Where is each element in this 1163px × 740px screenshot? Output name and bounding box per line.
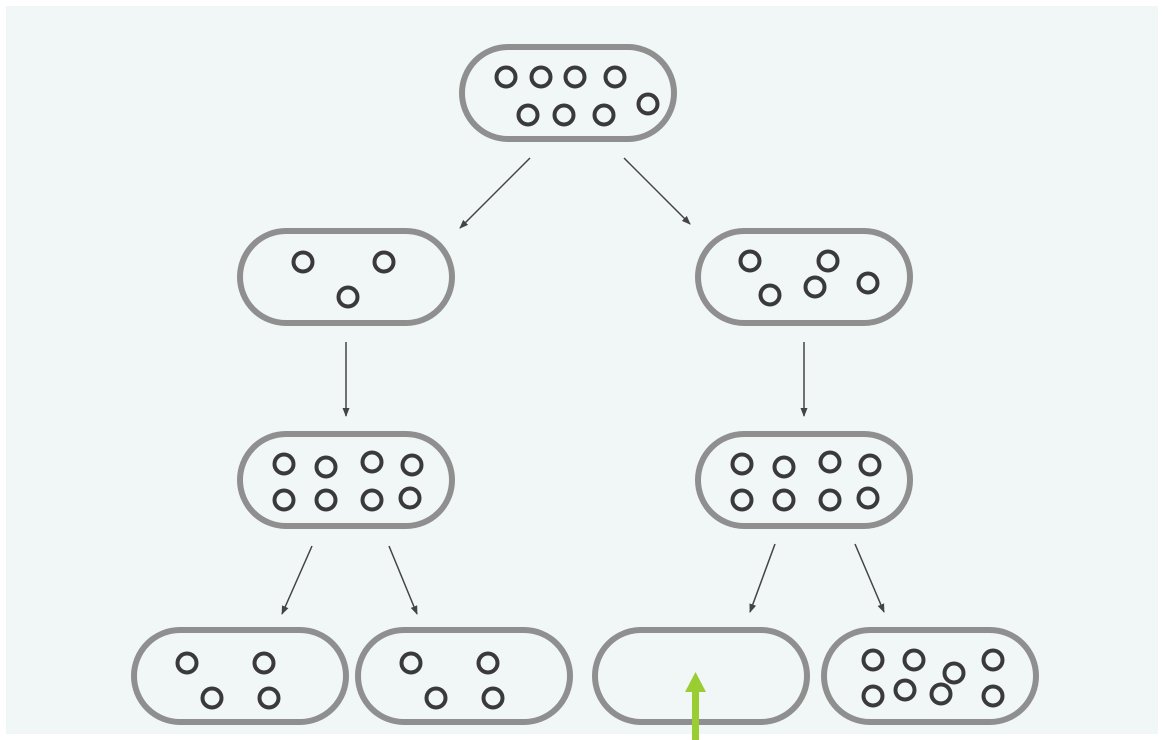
connector-arrow bbox=[388, 545, 418, 615]
plasmid-ring bbox=[816, 249, 840, 273]
plasmid-ring bbox=[818, 450, 842, 474]
plasmid-ring bbox=[399, 651, 423, 675]
cell-outline bbox=[131, 627, 349, 725]
plasmid-ring bbox=[314, 455, 338, 479]
plasmid-ring bbox=[981, 648, 1005, 672]
highlight-arrow-head bbox=[685, 672, 706, 692]
cell-outline bbox=[237, 431, 455, 529]
plasmid-ring bbox=[861, 648, 885, 672]
plasmid-ring bbox=[592, 103, 616, 127]
connector-arrow bbox=[281, 545, 313, 615]
plasmid-ring bbox=[636, 92, 660, 116]
plasmid-ring bbox=[552, 103, 576, 127]
bacterial-cell bbox=[695, 431, 913, 529]
plasmid-ring bbox=[252, 651, 276, 675]
plasmid-ring bbox=[372, 250, 396, 274]
cell-outline bbox=[237, 228, 455, 326]
connector-arrow bbox=[459, 157, 531, 229]
plasmid-ring bbox=[257, 686, 281, 710]
plasmid-ring bbox=[200, 686, 224, 710]
plasmid-ring bbox=[291, 250, 315, 274]
bacterial-cell bbox=[821, 627, 1039, 725]
plasmid-ring bbox=[856, 486, 880, 510]
plasmid-ring bbox=[772, 488, 796, 512]
bacterial-cell bbox=[695, 228, 913, 326]
highlight-arrow-shaft bbox=[692, 690, 699, 740]
bacterial-cell bbox=[237, 431, 455, 529]
cell-layer bbox=[131, 44, 1039, 725]
plasmid-ring bbox=[494, 65, 518, 89]
plasmid-ring bbox=[858, 453, 882, 477]
diagram-panel bbox=[6, 6, 1158, 734]
plasmid-ring bbox=[272, 452, 296, 476]
plasmid-ring bbox=[929, 682, 953, 706]
cell-outline bbox=[695, 228, 913, 326]
plasmid-ring bbox=[730, 452, 754, 476]
plasmid-ring bbox=[400, 453, 424, 477]
plasmid-ring bbox=[516, 103, 540, 127]
highlight-arrow bbox=[685, 672, 706, 740]
cell-outline bbox=[695, 431, 913, 529]
plasmid-ring bbox=[398, 486, 422, 510]
plasmid-ring bbox=[981, 684, 1005, 708]
plasmid-ring bbox=[772, 455, 796, 479]
cell-outline bbox=[592, 627, 810, 725]
plasmid-ring bbox=[336, 285, 360, 309]
plasmid-ring bbox=[893, 678, 917, 702]
plasmid-ring bbox=[314, 488, 338, 512]
plasmid-ring bbox=[861, 684, 885, 708]
plasmid-ring bbox=[481, 686, 505, 710]
plasmid-ring bbox=[476, 651, 500, 675]
bacterial-cell bbox=[355, 627, 573, 725]
plasmid-ring bbox=[856, 271, 880, 295]
plasmid-ring bbox=[818, 488, 842, 512]
plasmid-ring bbox=[730, 488, 754, 512]
plasmid-ring bbox=[175, 651, 199, 675]
plasmid-ring bbox=[738, 249, 762, 273]
connector-arrow bbox=[749, 543, 776, 613]
plasmid-ring bbox=[942, 661, 966, 685]
cell-outline bbox=[821, 627, 1039, 725]
cell-outline bbox=[355, 627, 573, 725]
plasmid-ring bbox=[563, 65, 587, 89]
plasmid-ring bbox=[424, 686, 448, 710]
plasmid-ring bbox=[529, 65, 553, 89]
plasmid-ring bbox=[360, 488, 384, 512]
plasmid-ring bbox=[902, 648, 926, 672]
plasmid-ring bbox=[360, 450, 384, 474]
plasmid-ring bbox=[758, 283, 782, 307]
bacterial-cell bbox=[459, 44, 677, 142]
connector-arrow bbox=[623, 157, 691, 225]
connector-arrow bbox=[854, 543, 885, 613]
cell-outline bbox=[459, 44, 677, 142]
bacterial-cell bbox=[237, 228, 455, 326]
bacterial-cell bbox=[592, 627, 810, 725]
plasmid-ring bbox=[803, 275, 827, 299]
plasmid-ring bbox=[603, 65, 627, 89]
bacterial-cell bbox=[131, 627, 349, 725]
plasmid-ring bbox=[272, 488, 296, 512]
connector-arrows bbox=[281, 157, 885, 615]
